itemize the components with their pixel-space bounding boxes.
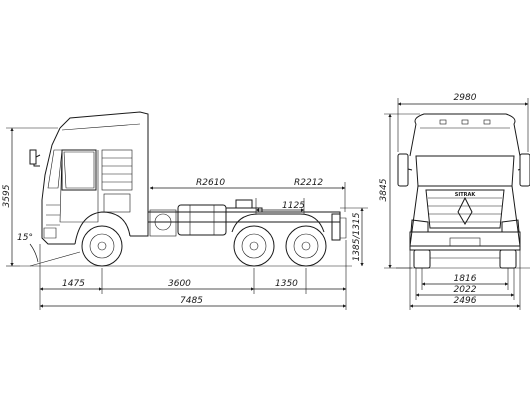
door-outline bbox=[59, 149, 99, 223]
dim-bottom-row-1: 1475 3600 1350 bbox=[39, 240, 347, 310]
roof-lights bbox=[439, 119, 491, 125]
rear-wheel-2 bbox=[285, 225, 327, 267]
dim-approach-angle: 15° bbox=[17, 233, 81, 267]
label-1816: 1816 bbox=[454, 274, 477, 284]
front-windshield bbox=[415, 155, 515, 187]
front-wheel bbox=[81, 225, 123, 267]
label-2022: 2022 bbox=[454, 285, 477, 295]
dim-height-3845: 3845 bbox=[379, 113, 420, 269]
cab-roof bbox=[59, 111, 149, 185]
cab-body bbox=[41, 127, 149, 245]
front-tire-left bbox=[413, 249, 431, 269]
label-7485: 7485 bbox=[180, 296, 203, 306]
front-tire-right bbox=[499, 249, 517, 269]
rear-fender bbox=[231, 213, 325, 233]
label-3600: 3600 bbox=[168, 279, 191, 289]
label-r2610: R2610 bbox=[196, 178, 225, 188]
brand-logo-text: SITRAK bbox=[455, 192, 477, 198]
front-mirror-left bbox=[397, 153, 413, 187]
side-mirror bbox=[29, 149, 41, 167]
label-1350: 1350 bbox=[275, 279, 298, 289]
dim-bogie-1125: 1125 bbox=[255, 198, 305, 214]
label-height-3595: 3595 bbox=[2, 184, 12, 207]
dim-track-1816: 1816 bbox=[421, 268, 509, 290]
fuel-tank bbox=[177, 204, 227, 236]
dim-width-2496: 2496 bbox=[409, 250, 521, 310]
front-bumper bbox=[409, 231, 521, 251]
dim-radius-front: R2610 bbox=[149, 178, 262, 190]
label-1475: 1475 bbox=[62, 279, 85, 289]
dim-fifth-wheel-height: 1385/1315 bbox=[340, 207, 368, 267]
front-roof bbox=[414, 113, 521, 157]
front-mirror-right bbox=[517, 153, 530, 187]
windshield bbox=[47, 149, 63, 189]
label-angle: 15° bbox=[17, 233, 33, 243]
dim-height-3595: 3595 bbox=[2, 127, 58, 267]
front-view: SITRAK 2980 3845 bbox=[379, 93, 530, 310]
label-r2212: R2212 bbox=[294, 178, 323, 188]
door-window bbox=[61, 149, 97, 191]
side-view: 3595 15° R2610 R2212 1125 bbox=[2, 111, 368, 310]
label-1385-1315: 1385/1315 bbox=[352, 212, 362, 261]
label-3845: 3845 bbox=[379, 178, 389, 201]
front-fender bbox=[74, 211, 131, 245]
label-1125: 1125 bbox=[282, 201, 305, 211]
rear-wheel-1 bbox=[233, 225, 275, 267]
dim-width-2980: 2980 bbox=[397, 93, 529, 152]
dim-radius-rear: R2212 bbox=[262, 178, 346, 212]
side-vents bbox=[101, 149, 133, 213]
dim-overall-length: 7485 bbox=[39, 296, 347, 308]
dim-track-2022: 2022 bbox=[415, 268, 515, 300]
front-grille bbox=[425, 189, 505, 229]
label-2496: 2496 bbox=[454, 296, 477, 306]
label-2980: 2980 bbox=[454, 93, 477, 103]
